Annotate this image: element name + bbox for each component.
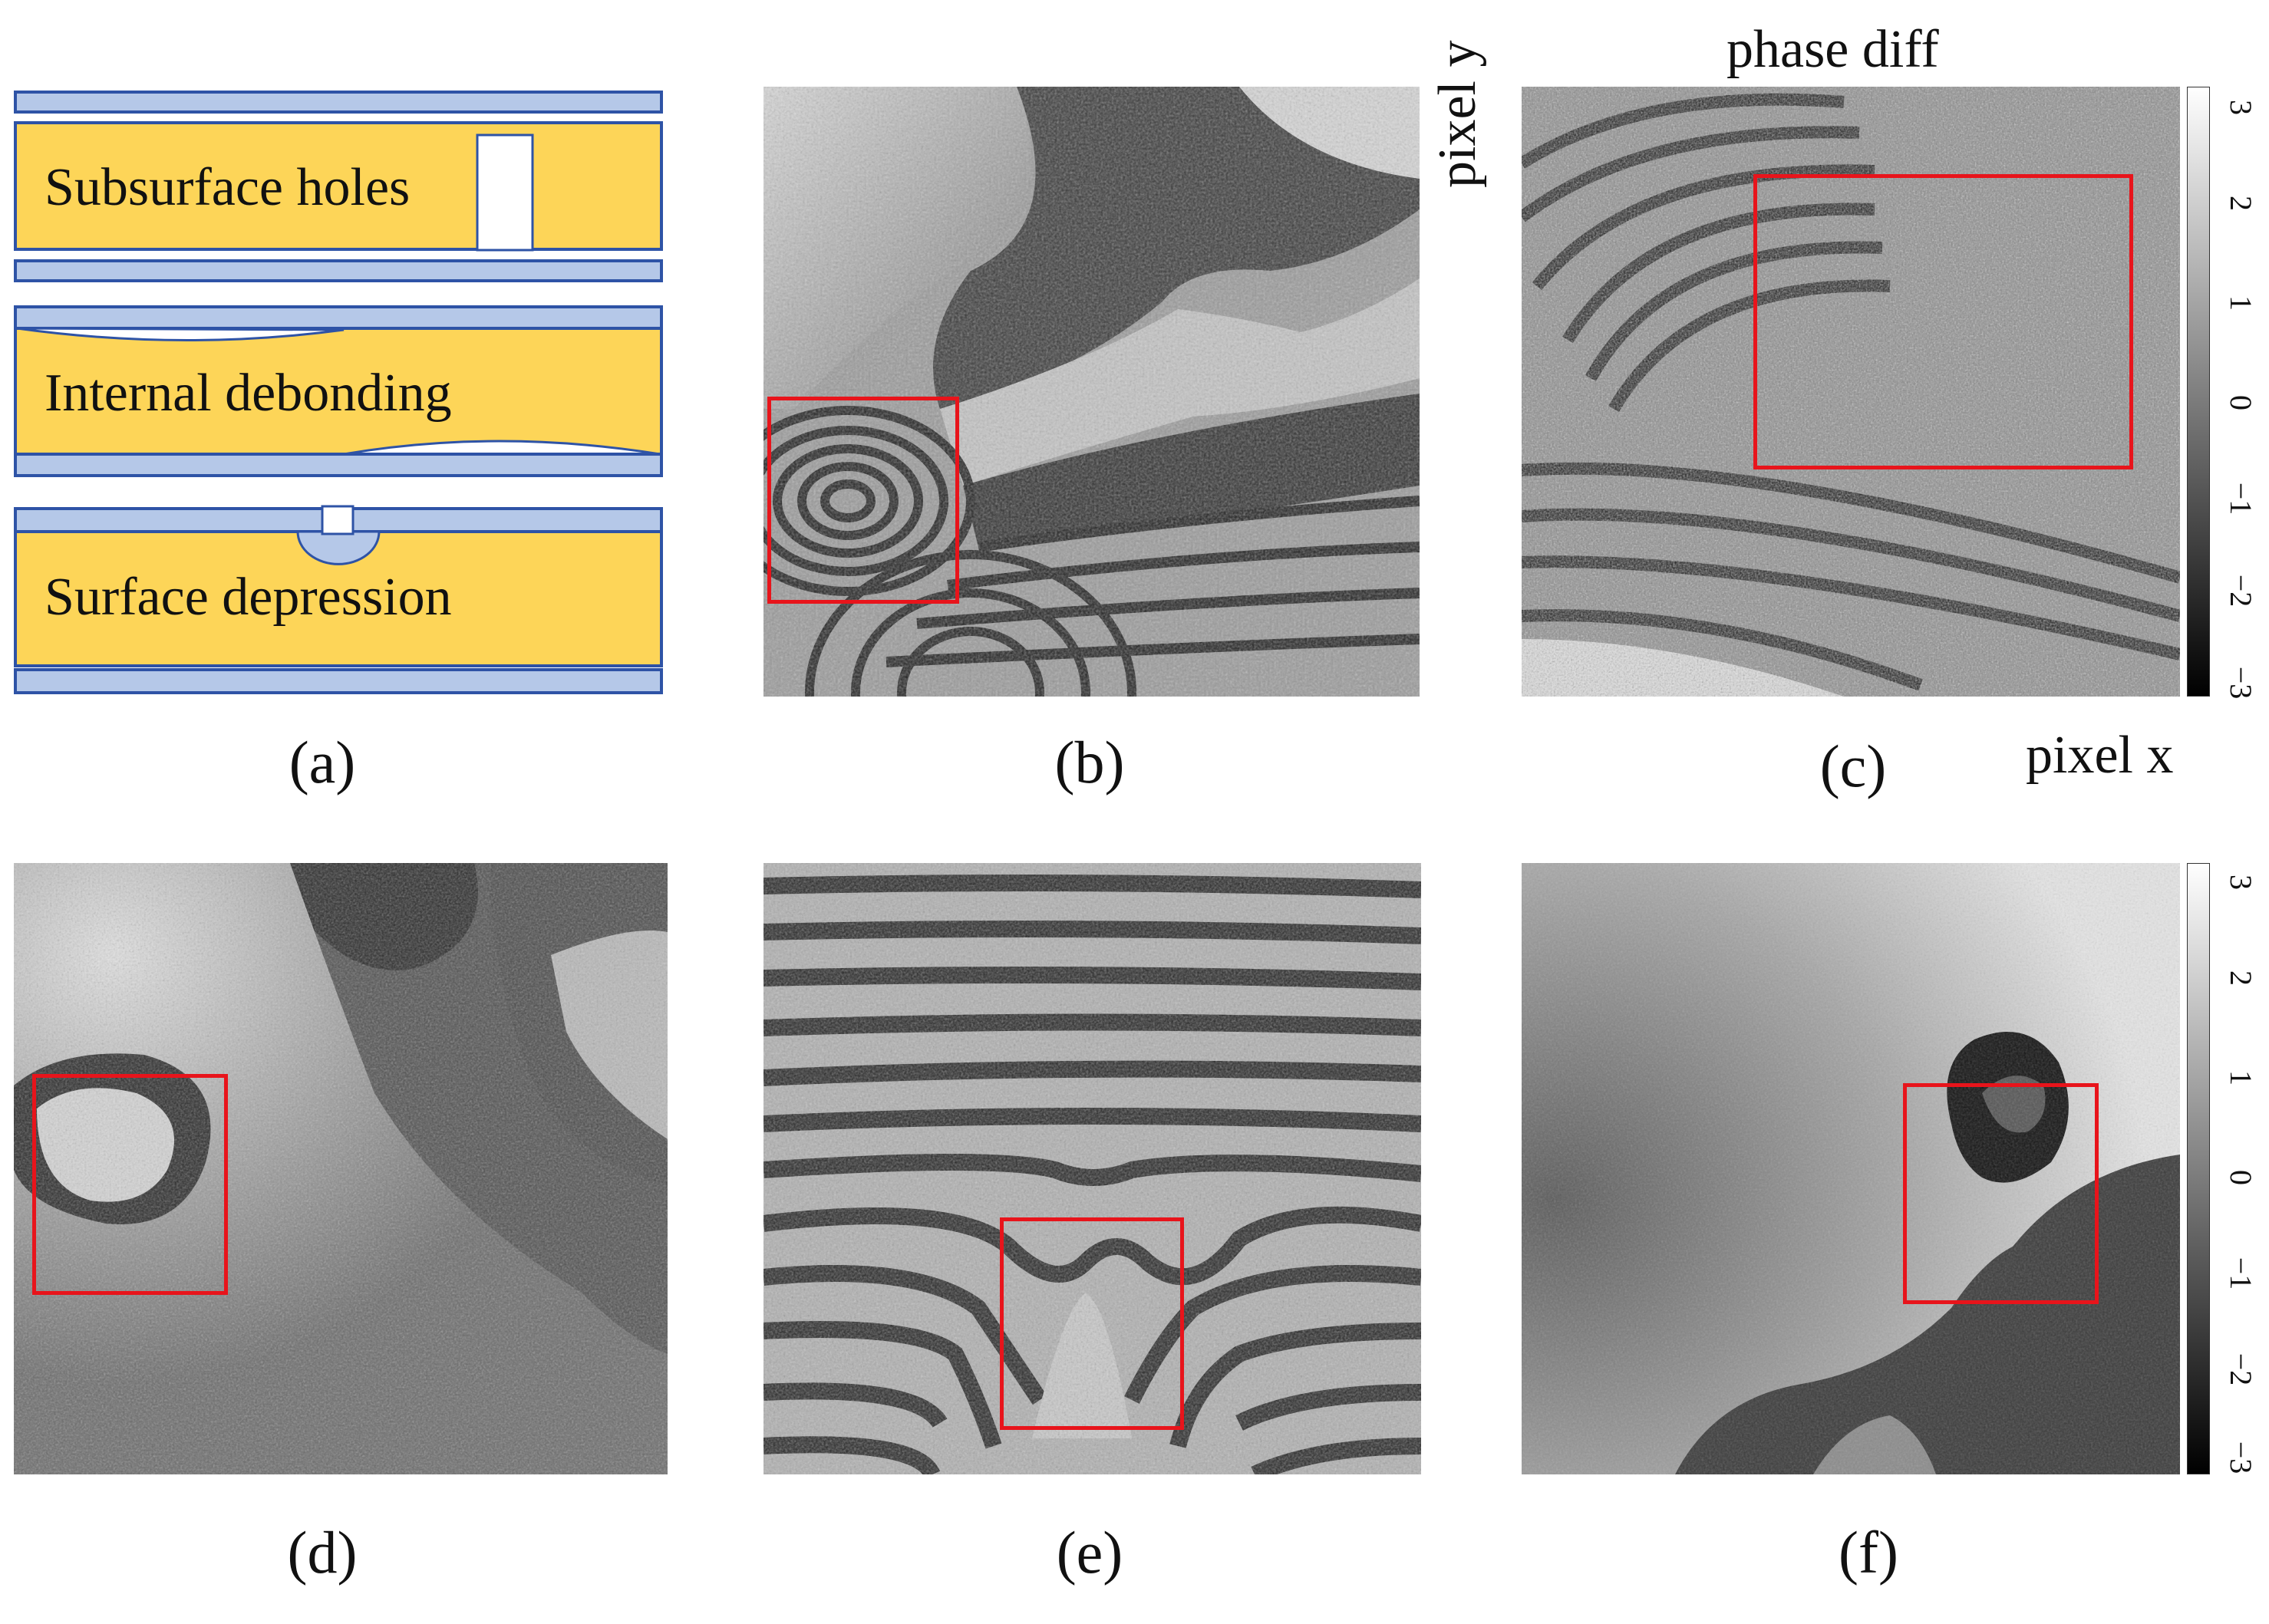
- fringe-image-d: [14, 863, 668, 1474]
- colorbar-c-tick: −2: [2224, 574, 2258, 608]
- fringe-image-f: [1522, 863, 2180, 1474]
- colorbar-c-tick: 1: [2224, 295, 2258, 311]
- panel-label-a: (a): [289, 729, 356, 796]
- defect-highlight-box-c: [1753, 174, 2133, 469]
- defect-schematic: Subsurface holes Internal debonding Surf…: [14, 91, 665, 697]
- panel-label-e: (e): [1056, 1519, 1123, 1586]
- defect-highlight-box-b: [767, 397, 959, 604]
- fringe-image-e: [763, 863, 1421, 1474]
- x-axis-label: pixel x: [2026, 726, 2174, 785]
- internal-debonding-label: Internal debonding: [45, 364, 452, 423]
- colorbar-f: [2187, 863, 2210, 1474]
- colorbar-f-tick: −2: [2224, 1352, 2258, 1386]
- colorbar-f-tick: 0: [2224, 1170, 2258, 1185]
- colorbar-f-tick: 2: [2224, 970, 2258, 986]
- colorbar-c-tick: −3: [2224, 666, 2258, 700]
- y-axis-label: pixel y: [1428, 40, 1487, 188]
- fringe-image-c: [1522, 87, 2180, 697]
- defect-highlight-box-d: [32, 1074, 228, 1295]
- colorbar-c: [2187, 87, 2210, 697]
- defect-highlight-box-f: [1903, 1083, 2099, 1304]
- colorbar-c-tick: 2: [2224, 196, 2258, 211]
- colorbar-f-tick: 3: [2224, 875, 2258, 890]
- panel-label-c: (c): [1819, 733, 1887, 799]
- defect-highlight-box-e: [1000, 1217, 1184, 1430]
- fringe-image-b: [763, 87, 1420, 697]
- surface-depression-label: Surface depression: [45, 568, 452, 627]
- plot-title-phase-diff: phase diff: [1726, 20, 1939, 79]
- subsurface-holes-label: Subsurface holes: [45, 158, 411, 217]
- panel-label-d: (d): [287, 1519, 358, 1586]
- colorbar-f-tick: −3: [2224, 1441, 2258, 1474]
- colorbar-f-tick: −1: [2224, 1257, 2258, 1290]
- panel-label-f: (f): [1839, 1519, 1898, 1586]
- colorbar-f-tick: 1: [2224, 1070, 2258, 1085]
- colorbar-c-tick: 3: [2224, 100, 2258, 115]
- panel-label-b: (b): [1054, 729, 1125, 796]
- colorbar-c-tick: 0: [2224, 395, 2258, 410]
- colorbar-c-tick: −1: [2224, 482, 2258, 516]
